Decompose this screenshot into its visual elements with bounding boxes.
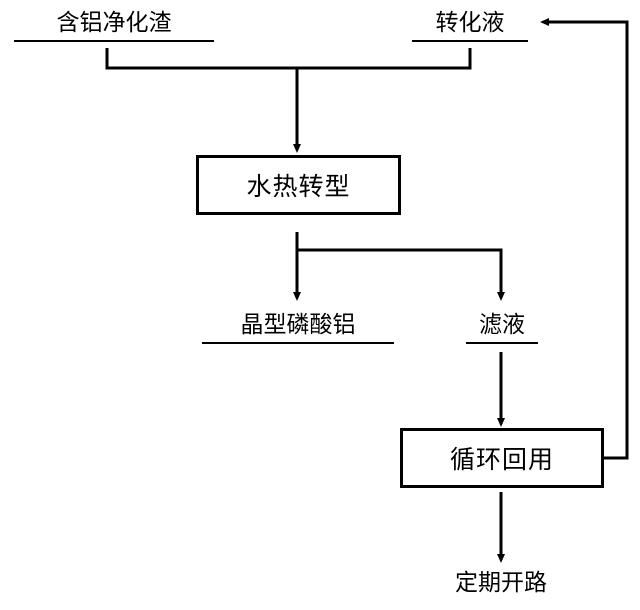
edge-hydrothermal-to-filtrate bbox=[297, 248, 505, 301]
edge-slag-to-hydrothermal bbox=[105, 48, 301, 153]
node-conversion-liquid: 转化液 bbox=[412, 8, 528, 42]
node-crystal-aluminum-phosphate: 晶型磷酸铝 bbox=[202, 310, 394, 344]
node-hydrothermal-conversion: 水热转型 bbox=[196, 155, 401, 215]
node-filtrate: 滤液 bbox=[466, 310, 538, 344]
node-input-slag: 含铝净化渣 bbox=[14, 8, 214, 42]
node-periodic-purge: 定期开路 bbox=[455, 570, 547, 596]
edge-conversion-liquid-to-hydrothermal bbox=[297, 48, 472, 70]
edge-recycle-return-loop bbox=[540, 18, 629, 460]
node-recycle-reuse: 循环回用 bbox=[400, 428, 604, 488]
